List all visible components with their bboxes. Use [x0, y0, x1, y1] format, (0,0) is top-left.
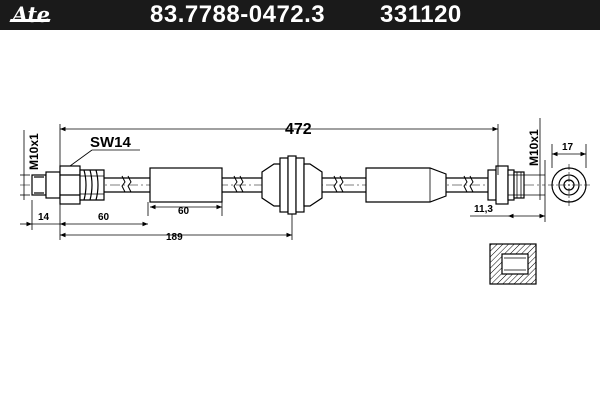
dimension-lines [20, 118, 587, 240]
hose-segment-2 [222, 175, 262, 193]
hose-segment-4 [446, 175, 488, 193]
dimension-labels: 472 SW14 M10x1 M10x1 14 60 60 189 11,3 1… [27, 121, 574, 243]
section-detail [489, 243, 537, 285]
hose-segment-1 [104, 175, 150, 193]
reference-number: 331120 [380, 1, 462, 28]
thread-right-label: M10x1 [527, 129, 541, 166]
dim-60-sleeve-label: 60 [178, 206, 190, 217]
end-view [548, 164, 590, 206]
header-bar: Ate 83.7788-0472.3 331120 [0, 0, 600, 30]
hose-holder [261, 155, 323, 215]
dim-17-label: 17 [562, 142, 574, 153]
left-fitting [31, 165, 105, 205]
overall-length-label: 472 [285, 121, 312, 138]
dim-11-3-label: 11,3 [474, 204, 493, 215]
thread-left-label: M10x1 [27, 133, 41, 170]
logo-text: Ate [12, 2, 50, 27]
part-number: 83.7788-0472.3 [150, 1, 326, 28]
hose-segment-3 [322, 175, 366, 193]
wrench-size-label: SW14 [90, 134, 132, 151]
protective-sleeve-1 [149, 167, 223, 203]
ate-logo: Ate [9, 2, 51, 27]
dim-189-label: 189 [166, 232, 183, 243]
dim-14-label: 14 [38, 212, 50, 223]
dim-60-left-label: 60 [98, 212, 110, 223]
right-fitting [487, 165, 525, 205]
protective-sleeve-2 [365, 167, 447, 203]
